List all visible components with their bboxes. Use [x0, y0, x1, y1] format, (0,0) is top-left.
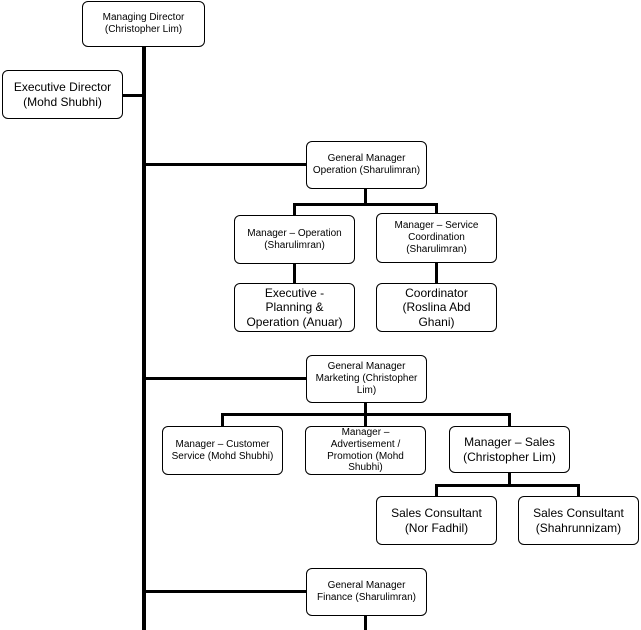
node-manager-advertisement: Manager – Advertisement / Promotion (Moh… [305, 426, 426, 475]
node-label: Sales Consultant (Nor Fadhil) [391, 506, 482, 535]
node-manager-customer-service: Manager – Customer Service (Mohd Shubhi) [162, 426, 283, 475]
node-executive-director: Executive Director (Mohd Shubhi) [2, 70, 123, 119]
connector-mgr-adv-up [364, 413, 367, 427]
node-label: General Manager Operation (Sharulimran) [312, 153, 421, 176]
connector-sc1-up [435, 484, 438, 497]
node-managing-director: Managing Director (Christopher Lim) [82, 1, 205, 47]
node-gm-marketing: General Manager Marketing (Christopher L… [306, 355, 427, 403]
connector-op-bar [293, 203, 438, 206]
connector-exec-plan [293, 263, 296, 284]
connector-gm-op-down [364, 188, 367, 205]
node-manager-sales: Manager – Sales (Christopher Lim) [449, 426, 570, 473]
connector-mgr-cs-up [221, 413, 224, 427]
connector-gm-mkt [144, 377, 307, 380]
node-gm-operation: General Manager Operation (Sharulimran) [306, 141, 427, 189]
node-executive-planning: Executive - Planning & Operation (Anuar) [234, 283, 355, 332]
node-label: Manager – Customer Service (Mohd Shubhi) [171, 438, 274, 462]
connector-coord [435, 262, 438, 284]
connector-mgr-sales-down [508, 472, 511, 486]
node-label: Executive - Planning & Operation (Anuar) [246, 286, 343, 329]
node-manager-service-coordination: Manager – Service Coordination (Sharulim… [376, 213, 497, 263]
connector-gm-mkt-down [364, 402, 367, 416]
node-label: Managing Director (Christopher Lim) [102, 12, 185, 35]
node-manager-operation: Manager – Operation (Sharulimran) [234, 215, 355, 264]
connector-sc2-up [577, 484, 580, 497]
node-label: Sales Consultant (Shahrunnizam) [533, 506, 624, 535]
node-coordinator: Coordinator (Roslina Abd Ghani) [376, 283, 497, 332]
node-gm-finance: General Manager Finance (Sharulimran) [306, 568, 427, 616]
node-label: General Manager Marketing (Christopher L… [315, 361, 418, 396]
connector-gm-fin-down [364, 615, 367, 630]
node-label: Manager – Advertisement / Promotion (Moh… [327, 426, 404, 474]
node-label: Manager – Service Coordination (Sharulim… [394, 220, 479, 255]
connector-sales-bar [435, 484, 580, 487]
node-label: General Manager Finance (Sharulimran) [317, 580, 416, 603]
node-sales-consultant-nor-fadhil: Sales Consultant (Nor Fadhil) [376, 496, 497, 545]
node-label: Coordinator (Roslina Abd Ghani) [402, 286, 471, 329]
node-label: Manager – Sales (Christopher Lim) [463, 435, 556, 464]
connector-gm-fin [144, 590, 307, 593]
connector-mgr-sales-up [508, 413, 511, 427]
connector-mgr-op-up [293, 203, 296, 216]
connector-ed [121, 94, 144, 97]
connector-mgr-svc-up [435, 203, 438, 214]
node-label: Executive Director (Mohd Shubhi) [13, 80, 112, 109]
node-sales-consultant-shahrunnizam: Sales Consultant (Shahrunnizam) [518, 496, 639, 545]
connector-gm-op [144, 163, 306, 166]
connector-trunk [142, 46, 146, 630]
node-label: Manager – Operation (Sharulimran) [247, 227, 342, 251]
